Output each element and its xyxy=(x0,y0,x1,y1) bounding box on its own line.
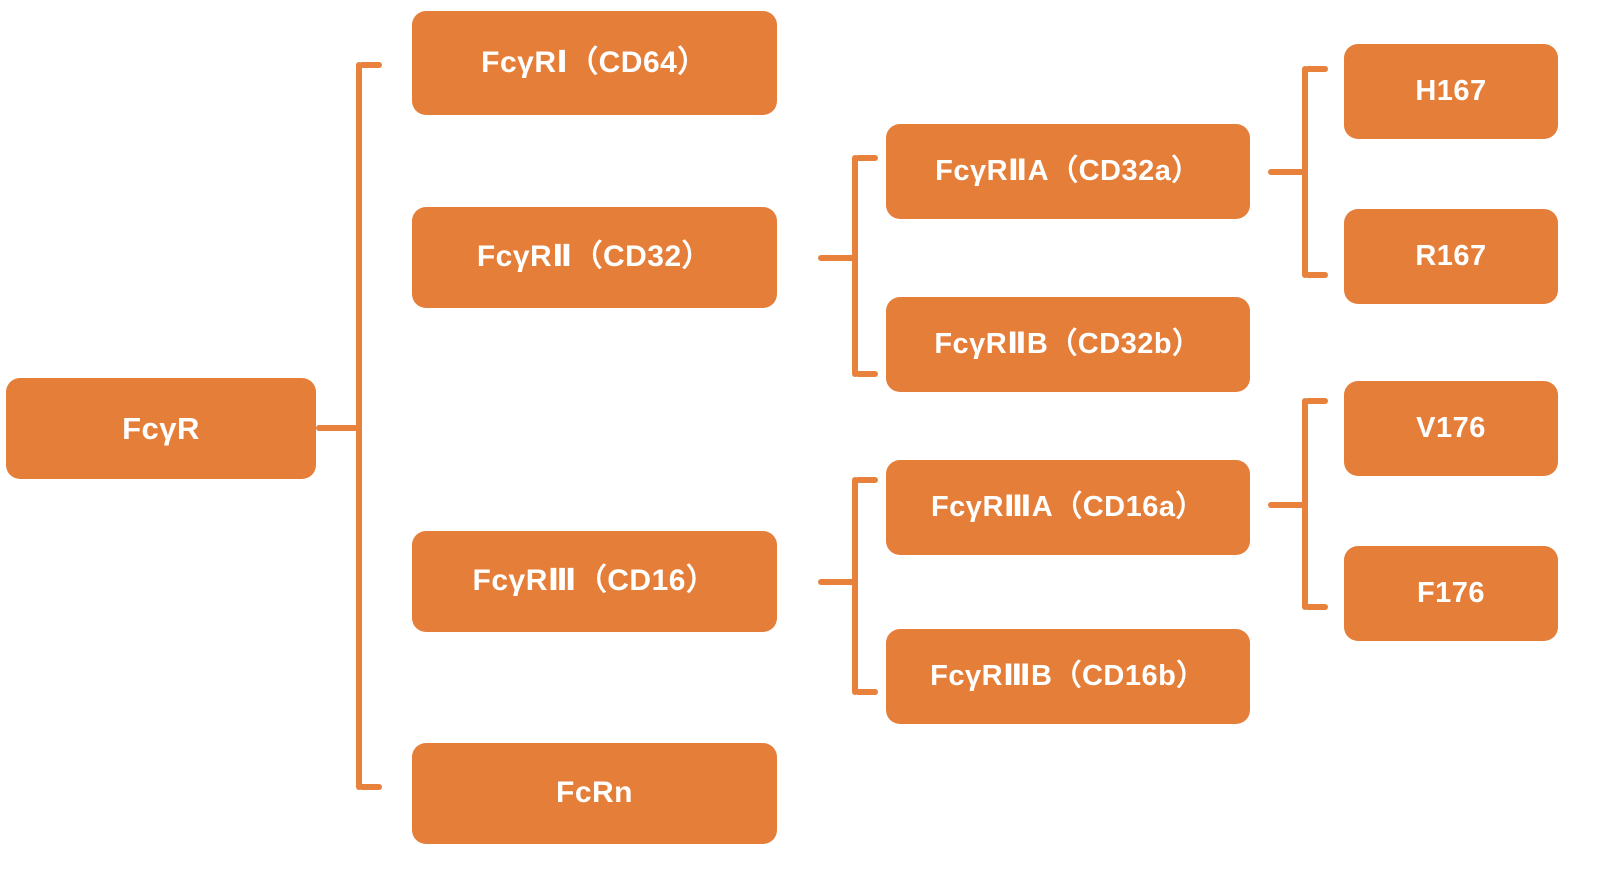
bracket-stub-top xyxy=(1305,66,1328,72)
connector-fcgr2-stem xyxy=(818,255,858,261)
node-fcgr-root[interactable]: FcγR xyxy=(6,378,316,479)
node-fcgr1-cd64[interactable]: FcγRⅠ（CD64） xyxy=(412,11,777,115)
connector-fcgr3-stem xyxy=(818,579,858,585)
node-fcgr3-cd16[interactable]: FcγRⅢ（CD16） xyxy=(412,531,777,632)
connector-fcgr2a-stem xyxy=(1268,169,1308,175)
bracket-stub-bottom xyxy=(1305,604,1328,610)
node-allele-v176[interactable]: V176 xyxy=(1344,381,1558,476)
node-allele-f176[interactable]: F176 xyxy=(1344,546,1558,641)
bracket-stub-top xyxy=(359,62,382,68)
node-fcgr2b-cd32b[interactable]: FcγRⅡB（CD32b） xyxy=(886,297,1250,392)
node-fcgr3a-cd16a[interactable]: FcγRⅢA（CD16a） xyxy=(886,460,1250,555)
node-allele-r167[interactable]: R167 xyxy=(1344,209,1558,304)
bracket-stub-top xyxy=(855,477,878,483)
node-fcgr3b-cd16b[interactable]: FcγRⅢB（CD16b） xyxy=(886,629,1250,724)
bracket-stub-top xyxy=(1305,398,1328,404)
bracket-spine xyxy=(852,477,858,695)
bracket-stub-bottom xyxy=(359,784,382,790)
connector-line xyxy=(316,425,361,431)
node-fcgr2-cd32[interactable]: FcγRⅡ（CD32） xyxy=(412,207,777,308)
bracket-stub-bottom xyxy=(855,371,878,377)
connector-line xyxy=(818,255,858,261)
bracket-fcgr3-to-subtypes xyxy=(852,477,881,695)
connector-line xyxy=(1268,502,1308,508)
bracket-stub-bottom xyxy=(1305,272,1328,278)
node-fcrn[interactable]: FcRn xyxy=(412,743,777,844)
node-fcgr2a-cd32a[interactable]: FcγRⅡA（CD32a） xyxy=(886,124,1250,219)
connector-line xyxy=(818,579,858,585)
connector-line xyxy=(1268,169,1308,175)
connector-fcgr3a-stem xyxy=(1268,502,1308,508)
connector-root-stem xyxy=(316,425,361,431)
node-allele-h167[interactable]: H167 xyxy=(1344,44,1558,139)
bracket-stub-top xyxy=(855,155,878,161)
bracket-stub-bottom xyxy=(855,689,878,695)
bracket-fcgr2-to-subtypes xyxy=(852,155,881,377)
bracket-spine xyxy=(852,155,858,377)
